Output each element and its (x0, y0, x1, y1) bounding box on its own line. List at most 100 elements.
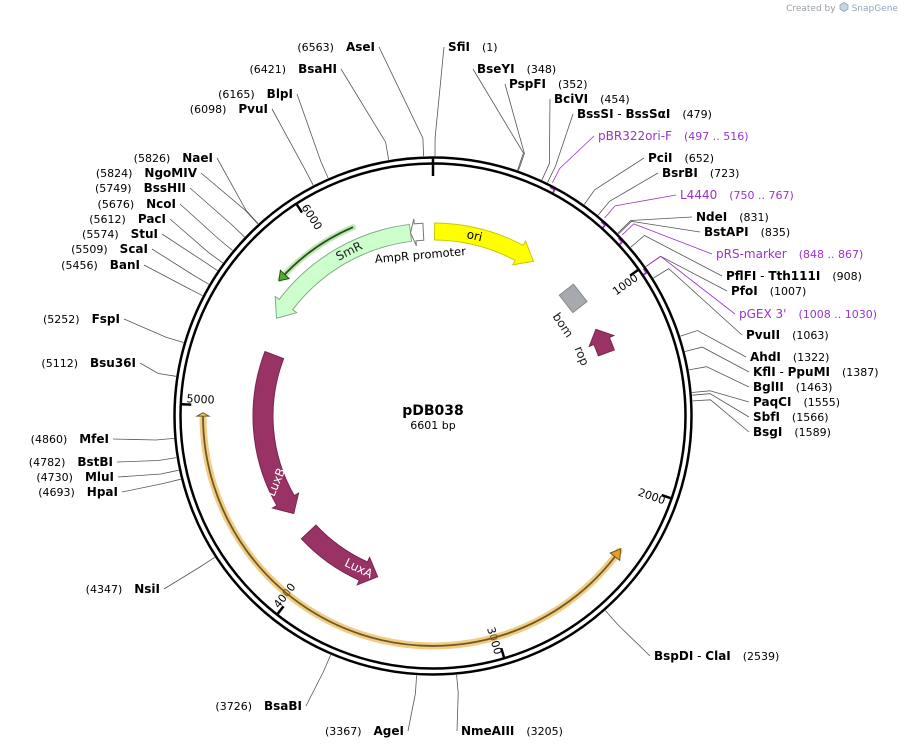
site-label-hpai[interactable]: (4693)HpaI (38, 485, 118, 499)
site-name: BssSI (577, 107, 614, 121)
smr-region-arc-head (278, 269, 291, 282)
site-label-mfei[interactable]: (4860)MfeI (31, 432, 109, 446)
site-label-scai[interactable]: (5509)ScaI (71, 242, 148, 256)
site-position: (1566) (792, 411, 829, 424)
site-name: HpaI (87, 485, 118, 499)
site-label-bcivi[interactable]: BciVI(454) (554, 92, 630, 106)
site-label-pgex-3[interactable]: pGEX 3'(1008 .. 1030) (739, 307, 877, 321)
site-label-bspdi[interactable]: BspDI - ClaI(2539) (654, 649, 779, 663)
site-label-kfli[interactable]: KflI - PpuMI(1387) (753, 365, 879, 379)
site-label-agei[interactable]: (3367)AgeI (325, 724, 404, 738)
site-leader-line (305, 654, 331, 707)
site-name: NgoMIV (144, 166, 197, 180)
site-leader-line (622, 223, 713, 255)
site-label-pbr322ori-f[interactable]: pBR322ori-F(497 .. 516) (598, 129, 749, 143)
site-leader-line (583, 157, 645, 205)
site-position: (5824) (96, 167, 133, 180)
site-label-ahdi[interactable]: AhdI(1322) (750, 350, 829, 364)
site-label-mlui[interactable]: (4730)MluI (36, 470, 114, 484)
site-label-bstapi[interactable]: BstAPI(835) (704, 225, 790, 239)
site-label-prs-marker[interactable]: pRS-marker(848 .. 867) (716, 247, 863, 261)
feature-smr-arrow[interactable] (274, 223, 413, 319)
site-position: (1) (482, 41, 498, 54)
site-label-bsu36i[interactable]: (5112)Bsu36I (41, 356, 136, 370)
site-position: (2539) (743, 650, 780, 663)
lux-region-arc-tail (195, 412, 211, 417)
site-name: ClaI (705, 649, 730, 663)
feature-bom-label: bom (550, 310, 577, 340)
feature-ampr-promoter-arrow[interactable] (409, 218, 425, 247)
site-label-asei[interactable]: (6563)AseI (297, 40, 375, 54)
site-position: (6165) (218, 88, 255, 101)
site-label-nmeaiii[interactable]: NmeAIII(3205) (461, 724, 563, 738)
site-position: (5456) (61, 259, 98, 272)
site-label-sfii[interactable]: SfiI(1) (448, 40, 498, 54)
site-label-naei[interactable]: (5826)NaeI (134, 151, 213, 165)
site-leader-line (552, 135, 595, 183)
site-label-ngomiv[interactable]: (5824) NgoMIV (96, 166, 198, 180)
site-label-l4440[interactable]: L4440(750 .. 767) (680, 188, 794, 202)
site-label-pfoi[interactable]: PfoI(1007) (731, 284, 806, 298)
site-leader-line (378, 46, 424, 157)
site-label-blpi[interactable]: (6165)BlpI (218, 87, 293, 101)
site-label-pcii[interactable]: PciI(652) (648, 151, 714, 165)
site-leader-line (117, 469, 179, 478)
site-label-bsshii[interactable]: (5749)BssHII (95, 181, 186, 195)
site-position: (3205) (526, 725, 563, 738)
site-label-bsahi[interactable]: (6421)BsaHI (250, 62, 337, 76)
feature-bom-block[interactable] (558, 283, 588, 314)
site-label-fspi[interactable]: (5252)FspI (43, 312, 120, 326)
site-label-bsabi[interactable]: (3726)BsaBI (215, 699, 302, 713)
feature-luxa-arrow[interactable] (300, 524, 379, 586)
site-separator: - (756, 269, 768, 283)
site-label-bglii[interactable]: BglII(1463) (753, 380, 832, 394)
site-leader-line (216, 157, 259, 224)
site-label-bseyi[interactable]: BseYI(348) (477, 62, 556, 76)
site-label-stui[interactable]: (5574)StuI (82, 227, 158, 241)
site-label-bstbi[interactable]: (4782)BstBI (29, 455, 113, 469)
site-label-paqci[interactable]: PaqCI (1555) (753, 395, 840, 409)
site-label-pvuii[interactable]: PvuII(1063) (746, 328, 829, 342)
feature-rop-arrow[interactable] (588, 328, 616, 357)
site-position: (3726) (215, 700, 252, 713)
site-label-pflfi[interactable]: PflFI - Tth111I(908) (726, 269, 862, 283)
feature-luxb-arrow[interactable] (252, 350, 300, 515)
site-name: SbfI (753, 410, 780, 424)
site-label-paci[interactable]: (5612)PacI (89, 212, 166, 226)
primer-binding-mark (642, 267, 648, 276)
site-leader-line (189, 187, 245, 238)
primer-binding-mark (549, 186, 556, 194)
site-name: PaqCI (753, 395, 791, 409)
site-position: (5252) (43, 313, 80, 326)
site-label-bsrbi[interactable]: BsrBI(723) (662, 166, 739, 180)
site-label-pspfi[interactable]: PspFI(352) (509, 77, 588, 91)
site-label-bani[interactable]: (5456)BanI (61, 258, 140, 272)
site-position: (497 .. 516) (684, 130, 749, 143)
tick-mark-4000 (276, 605, 285, 615)
site-name: BsrBI (662, 166, 698, 180)
site-position: (1063) (792, 329, 829, 342)
site-label-ncoi[interactable]: (5676)NcoI (98, 197, 176, 211)
tick-label: 1000 (610, 271, 640, 298)
site-label-sbfi[interactable]: SbfI (1566) (753, 410, 829, 424)
site-leader-line (139, 362, 177, 377)
tick-mark-2000 (661, 493, 672, 500)
site-position: (1555) (803, 396, 840, 409)
site-position: (831) (739, 211, 769, 224)
feature-ori-arrow[interactable] (434, 222, 535, 266)
site-name: MfeI (79, 432, 109, 446)
site-label-nsii[interactable]: (4347)NsiI (86, 582, 160, 596)
site-name: AgeI (374, 724, 404, 738)
site-leader-line (688, 366, 750, 388)
smr-region-arc (279, 226, 354, 280)
site-separator: - (614, 107, 626, 121)
site-label-bsgi[interactable]: BsgI(1589) (753, 425, 831, 439)
site-position: (348) (527, 63, 557, 76)
site-leader-line (684, 346, 750, 373)
credit-prefix: Created by (786, 3, 836, 14)
site-label-bsssi[interactable]: BssSI - BssSαI(479) (577, 107, 712, 121)
site-label-ndei[interactable]: NdeI(831) (696, 210, 769, 224)
site-leader-line (605, 610, 651, 657)
site-label-pvui[interactable]: (6098)PvuI (190, 102, 268, 116)
